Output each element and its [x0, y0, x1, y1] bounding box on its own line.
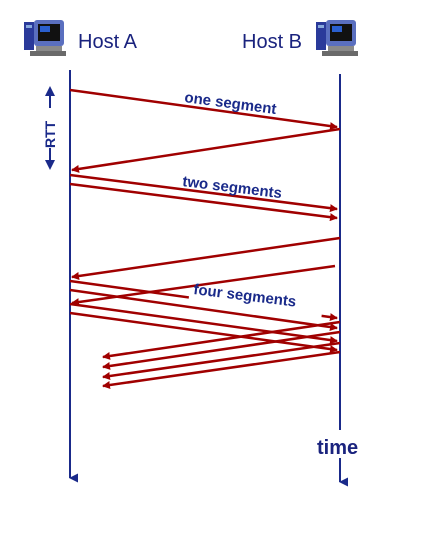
ack-arrow [102, 330, 341, 370]
ack-arrow [102, 320, 341, 360]
host-a-label: Host A [78, 31, 138, 53]
rtt-indicator: RTT [42, 86, 58, 170]
segment-arrow [69, 288, 338, 331]
rtt-label: RTT [42, 120, 58, 148]
two-segments-label: two segments [182, 173, 283, 202]
segment-arrow [69, 88, 338, 131]
time-label: time [317, 437, 358, 459]
computer-icon [24, 20, 66, 56]
ack-arrow [102, 341, 341, 380]
segment-arrow [69, 311, 338, 354]
computer-icon [316, 20, 358, 56]
segment-arrow [69, 182, 338, 222]
segment-arrow [69, 302, 338, 345]
ack-arrow [102, 350, 341, 389]
ack-arrow [71, 236, 341, 280]
one-segment-label: one segment [183, 89, 277, 118]
ack-arrow [71, 127, 341, 173]
segment-arrow [69, 173, 338, 213]
host-b-label: Host B [242, 31, 302, 53]
